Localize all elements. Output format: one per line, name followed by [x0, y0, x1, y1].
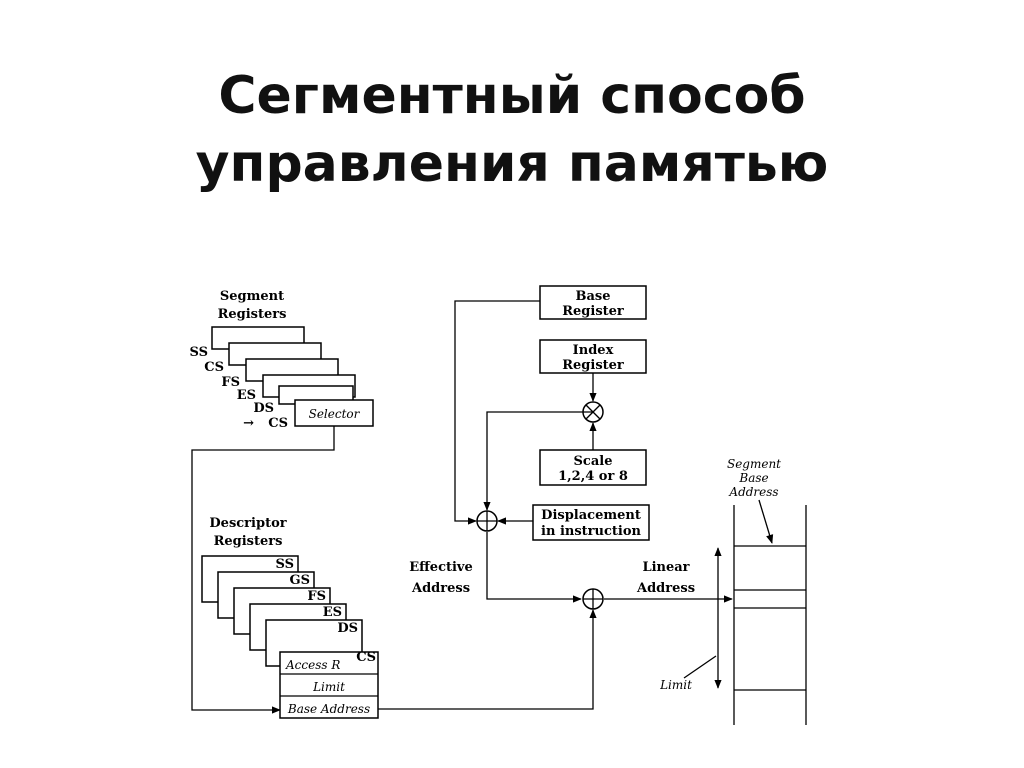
descriptor-register-cs	[279, 651, 379, 719]
segment-label-ss: SS	[190, 345, 209, 360]
address-unit-group: Base Register Index Register Scale 1,2,4…	[409, 285, 733, 610]
descriptor-registers-group: Descriptor Registers SS GS FS ES DS CS A…	[201, 516, 379, 719]
active-marker-arrow: →	[243, 416, 254, 431]
descriptor-label-ds: DS	[337, 621, 358, 636]
base-register-label-2: Register	[562, 304, 624, 319]
base-register-label-1: Base	[575, 289, 610, 304]
segment-label-es: ES	[237, 388, 256, 403]
field-base-address: Base Address	[287, 702, 370, 716]
slide-title: Сегментный способ управления памятью	[0, 62, 1024, 198]
segment-label-cs-1: CS	[204, 360, 224, 375]
displacement-label-2: in instruction	[541, 524, 641, 539]
segment-registers-heading-2: Registers	[218, 307, 287, 322]
index-register-label-2: Register	[562, 358, 624, 373]
scale-label-1: Scale	[574, 454, 613, 469]
displacement-box	[532, 504, 650, 541]
multiplier-to-adder	[483, 411, 593, 511]
effective-address-label-2: Address	[411, 581, 470, 596]
effective-to-linear-adder	[486, 532, 582, 603]
descriptor-label-ss: SS	[276, 557, 295, 572]
segment-label-ds: DS	[253, 401, 274, 416]
displacement-label-1: Displacement	[541, 508, 641, 523]
selector-label: Selector	[309, 407, 361, 421]
title-line-1: Сегментный способ	[218, 66, 806, 126]
segment-base-label-3: Address	[728, 485, 778, 499]
scale-box	[539, 449, 647, 486]
segment-base-label-2: Base	[738, 471, 768, 485]
index-register-box	[539, 339, 647, 374]
segment-label-fs: FS	[221, 375, 240, 390]
index-register-label-1: Index	[573, 343, 614, 358]
segment-label-cs-active: CS	[268, 416, 288, 431]
field-limit: Limit	[312, 680, 345, 694]
memory-group: Segment Base Address Limit	[659, 457, 807, 725]
selector-box	[294, 399, 374, 427]
limit-label: Limit	[659, 678, 692, 692]
title-line-2: управления памятью	[195, 134, 829, 194]
base-address-to-adder-arrow	[378, 609, 597, 710]
scale-label-2: 1,2,4 or 8	[558, 469, 628, 484]
descriptor-label-fs: FS	[307, 589, 326, 604]
descriptor-label-gs: GS	[290, 573, 311, 588]
linear-address-label-2: Address	[636, 581, 695, 596]
descriptor-label-es: ES	[323, 605, 342, 620]
segment-base-pointer	[758, 499, 774, 544]
limit-pointer	[683, 655, 717, 679]
linear-address-label-1: Linear	[642, 560, 689, 575]
segment-base-label-1: Segment	[727, 457, 781, 471]
field-access-rights: Access R	[285, 658, 340, 672]
segment-registers-heading-1: Segment	[220, 289, 284, 304]
base-register-box	[539, 285, 647, 320]
selector-to-descriptor-arrow	[191, 426, 335, 714]
descriptor-registers-heading-2: Registers	[214, 534, 283, 549]
effective-address-label-1: Effective	[409, 560, 473, 575]
descriptor-registers-heading-1: Descriptor	[209, 516, 286, 531]
base-register-to-adder	[454, 300, 540, 525]
descriptor-label-cs: CS	[356, 650, 376, 665]
segment-registers-group: Segment Registers Selector SS CS FS ES D…	[190, 289, 374, 431]
